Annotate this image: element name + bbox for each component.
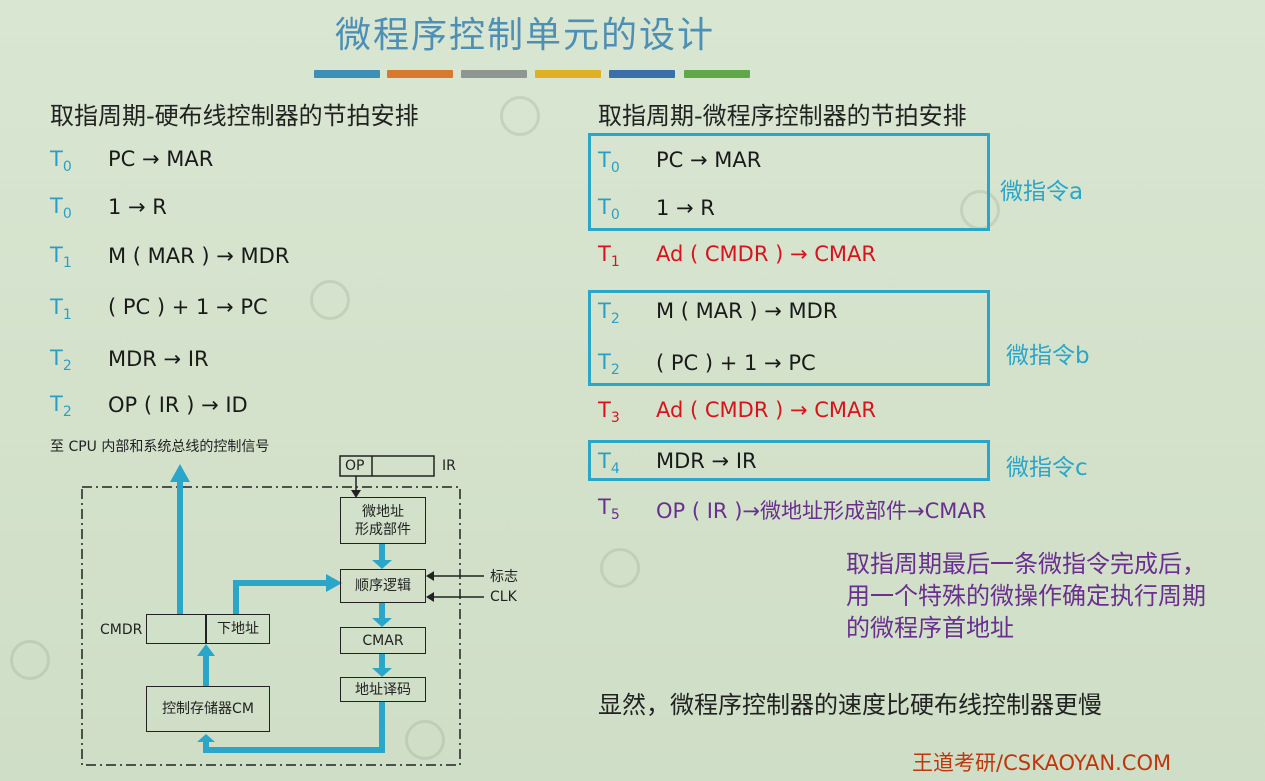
ir-register-box — [339, 455, 435, 477]
right-t-label: T4 — [598, 449, 620, 478]
micro-instruction-a-box — [588, 133, 990, 231]
color-bar-6 — [684, 70, 750, 78]
left-t-label: T2 — [50, 392, 72, 421]
note-text: 取指周期最后一条微指令完成后，用一个特殊的微操作确定执行周期的微程序首地址 — [846, 550, 1206, 642]
micro-instruction-c-box — [588, 440, 990, 481]
left-op: M ( MAR ) → MDR — [108, 244, 290, 268]
color-bar-5 — [609, 70, 675, 78]
op-label: OP — [345, 458, 365, 474]
left-t-label: T0 — [50, 194, 72, 223]
ir-label: IR — [442, 458, 456, 474]
diagram-signal-label: 至 CPU 内部和系统总线的控制信号 — [50, 439, 270, 455]
left-op: PC → MAR — [108, 147, 214, 171]
color-bar-3 — [461, 70, 527, 78]
micro-address-unit-box: 微地址 形成部件 — [340, 497, 426, 544]
color-bar-4 — [535, 70, 601, 78]
left-heading: 取指周期-硬布线控制器的节拍安排 — [50, 102, 419, 130]
right-t-label: T3 — [598, 398, 620, 427]
cmdr-register-box — [146, 614, 206, 644]
control-memory-box: 控制存储器CM — [146, 686, 270, 732]
right-op: M ( MAR ) → MDR — [656, 299, 838, 323]
right-heading: 取指周期-微程序控制器的节拍安排 — [598, 102, 967, 130]
page-title: 微程序控制单元的设计 — [334, 15, 715, 56]
flag-label: 标志 — [490, 569, 518, 585]
dashed-boundary — [81, 486, 461, 766]
next-address-box: 下地址 — [206, 614, 270, 644]
watermark-5 — [405, 720, 445, 760]
right-t-label: T2 — [598, 299, 620, 328]
left-op: OP ( IR ) → ID — [108, 393, 248, 417]
left-op: MDR → IR — [108, 347, 209, 371]
right-op: Ad ( CMDR ) → CMAR — [656, 242, 876, 266]
micro-instruction-b-label: 微指令b — [1006, 343, 1090, 369]
right-op: 1 → R — [656, 196, 715, 220]
clk-label: CLK — [490, 589, 517, 605]
sequence-logic-box: 顺序逻辑 — [340, 569, 426, 603]
right-op: MDR → IR — [656, 449, 757, 473]
right-op: PC → MAR — [656, 148, 762, 172]
right-t-label: T2 — [598, 350, 620, 379]
left-t-label: T1 — [50, 243, 72, 272]
right-t-label: T0 — [598, 195, 620, 224]
color-bar-2 — [387, 70, 453, 78]
micro-instruction-a-label: 微指令a — [1000, 179, 1084, 205]
micro-instruction-c-label: 微指令c — [1006, 455, 1088, 481]
watermark-1 — [500, 96, 540, 136]
watermark-2 — [310, 280, 350, 320]
left-op: 1 → R — [108, 195, 167, 219]
left-t-label: T1 — [50, 295, 72, 324]
right-op: OP ( IR )→微地址形成部件→CMAR — [656, 499, 987, 523]
right-t-label: T5 — [598, 495, 620, 524]
left-op: ( PC ) + 1 → PC — [108, 295, 268, 319]
right-op: ( PC ) + 1 → PC — [656, 351, 816, 375]
address-decode-box: 地址译码 — [340, 677, 426, 702]
left-t-label: T0 — [50, 147, 72, 176]
watermark-4 — [600, 548, 640, 588]
cmar-box: CMAR — [340, 627, 426, 654]
color-bar-1 — [314, 70, 380, 78]
right-t-label: T1 — [598, 242, 620, 271]
conclusion-text: 显然，微程序控制器的速度比硬布线控制器更慢 — [598, 691, 1102, 719]
left-t-label: T2 — [50, 346, 72, 375]
cmdr-label: CMDR — [100, 622, 143, 638]
micro-instruction-b-box — [588, 290, 990, 386]
watermark-6 — [10, 640, 50, 680]
right-op: Ad ( CMDR ) → CMAR — [656, 398, 876, 422]
right-t-label: T0 — [598, 148, 620, 177]
footer-brand: 王道考研/CSKAOYAN.COM — [912, 751, 1172, 775]
